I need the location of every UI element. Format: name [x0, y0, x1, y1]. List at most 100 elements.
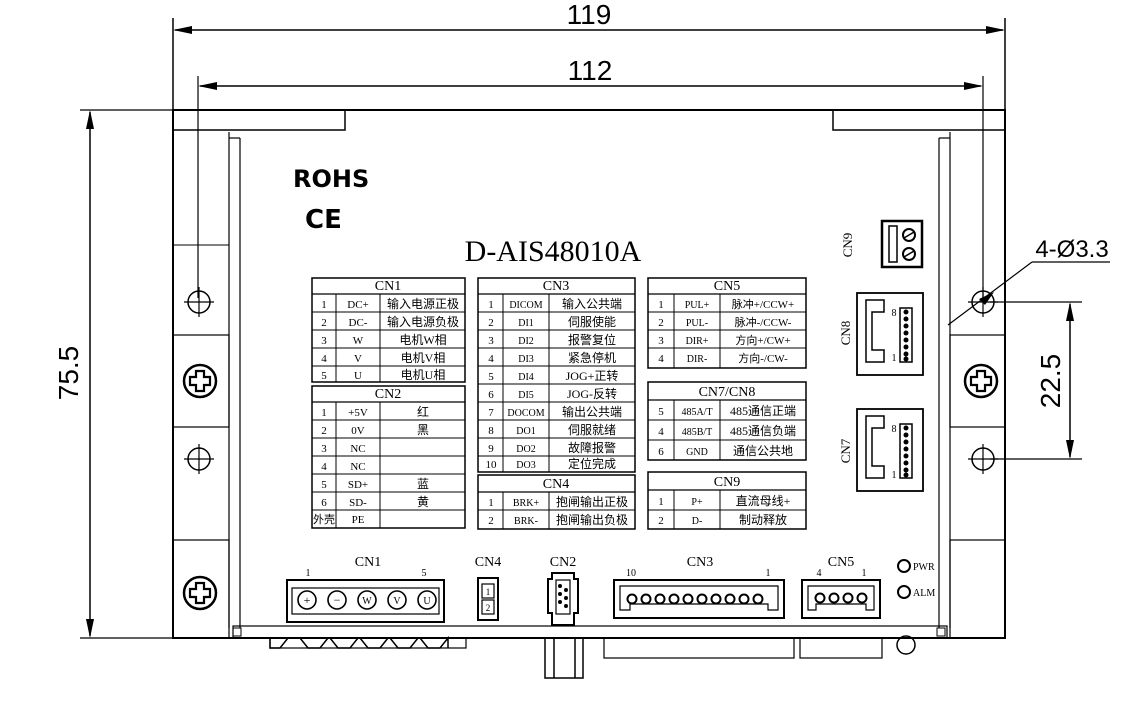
drawing-label: 伺服使能 — [568, 314, 616, 329]
drawing-label: U — [354, 370, 362, 382]
dim-mount-width: 112 — [197, 55, 984, 298]
drawing-label: 电机U相 — [401, 368, 446, 382]
drawing-label: 2 — [658, 515, 664, 527]
table-cn4-title: CN4 — [543, 477, 569, 492]
drawing-label: 1 — [488, 497, 494, 509]
drawing-label: 紧急停机 — [568, 350, 616, 365]
drawing-label: PUL- — [686, 318, 708, 329]
table-cn78-title: CN7/CN8 — [699, 385, 756, 400]
mount-hole-top-left — [184, 287, 214, 317]
led-alm-label: ALM — [913, 588, 935, 599]
drawing-label: 8 — [892, 424, 897, 435]
table-cn1: CN1 1 DC+ 输入电源正极 2 DC- 输入电源负极 3 W 电机W相 4… — [311, 277, 466, 383]
drawing-label: 5 — [422, 568, 427, 579]
dim-overall-width-label: 119 — [567, 0, 612, 30]
drawing-label: 5 — [658, 406, 664, 418]
drawing-label: 6 — [658, 446, 664, 458]
drawing-label: DI2 — [518, 336, 534, 347]
drawing-label: 485B/T — [682, 427, 713, 438]
drawing-label: W — [353, 335, 364, 347]
drawing-label: 1 — [658, 299, 664, 311]
connector-cn9-label: CN9 — [840, 233, 855, 258]
drawing-label: 输入公共端 — [562, 296, 622, 311]
drawing-label: DOCOM — [507, 408, 544, 419]
drawing-label: 485通信负端 — [730, 424, 796, 438]
drawing-label: 2 — [486, 603, 491, 613]
drawing-label: DC+ — [347, 299, 368, 311]
drawing-label: 3 — [321, 335, 327, 347]
drawing-label: 5 — [321, 479, 327, 491]
connector-cn8: CN8 8 1 — [838, 292, 924, 376]
drawing-label: 1 — [321, 299, 327, 311]
drawing-label: BRK- — [514, 516, 538, 527]
connector-cn4: CN4 1 2 — [475, 555, 501, 621]
drawing-label: 伺服就绪 — [568, 423, 616, 437]
drawing-label: JOG-反转 — [567, 386, 617, 401]
drawing-label: 1 — [488, 299, 494, 311]
drawing-label: 输入电源负极 — [387, 314, 459, 329]
connector-cn4-label: CN4 — [475, 555, 501, 570]
connector-cn2-label: CN2 — [550, 555, 576, 570]
connector-cn1: CN1 1 5 + − W V U — [269, 555, 467, 649]
drawing-label: 2 — [488, 317, 494, 329]
mount-hole-bottom-right — [968, 444, 998, 474]
drawing-label: 5 — [321, 370, 327, 382]
connector-cn5: CN5 4 1 — [799, 555, 916, 659]
drawing-label: DO1 — [516, 426, 535, 437]
drawing-label: 485A/T — [681, 407, 712, 418]
drawing-label: DI1 — [518, 318, 534, 329]
drawing-label: 7 — [488, 407, 494, 419]
model-number: D-AIS48010A — [465, 235, 642, 268]
drawing-label: 4 — [658, 353, 664, 365]
table-cn5-title: CN5 — [714, 279, 740, 294]
drawing-label: 黄 — [417, 495, 429, 509]
drawing-label: 3 — [321, 443, 327, 455]
drawing-label: DI5 — [518, 390, 534, 401]
drawing-label: SD- — [349, 497, 367, 509]
drawing-label: DICOM — [509, 300, 542, 311]
dim-rj45-spacing: 22.5 — [990, 301, 1082, 460]
drawing-label: 脉冲-/CCW- — [735, 315, 792, 329]
drawing-label: + — [304, 593, 311, 607]
drawing-label: 6 — [321, 497, 327, 509]
drawing-label: 2 — [321, 317, 327, 329]
table-cn4: CN4 1 BRK+ 抱闸输出正极 2 BRK- 抱闸输出负极 — [477, 474, 636, 530]
table-cn3-title: CN3 — [543, 279, 569, 294]
connector-cn7-label: CN7 — [838, 438, 853, 463]
drawing-label: +5V — [348, 407, 368, 419]
drawing-label: DI4 — [518, 372, 534, 383]
drawing-label: W — [362, 596, 372, 607]
drawing-label: 黑 — [417, 423, 429, 437]
drawing-label: 6 — [488, 389, 494, 401]
drawing-label: 1 — [862, 568, 867, 579]
mount-hole-top-right — [968, 287, 998, 317]
drawing-label: − — [334, 593, 341, 607]
table-cn9-title: CN9 — [714, 475, 740, 490]
table-cn1-title: CN1 — [375, 279, 401, 294]
drawing-label: V — [393, 596, 401, 607]
drawing-label: 红 — [417, 404, 429, 419]
drawing-label: 1 — [766, 568, 771, 579]
drawing-label: 1 — [486, 587, 491, 597]
drawing-label: 2 — [658, 317, 664, 329]
drawing-label: 故障报警 — [568, 440, 616, 455]
drawing-label: 报警复位 — [568, 332, 616, 347]
led-alm: ALM — [897, 585, 935, 599]
drawing-label: JOG+正转 — [566, 368, 619, 383]
ground-screw-left-lower — [182, 575, 218, 611]
drawing-label: 4 — [488, 353, 494, 365]
drawing-label: 通信公共地 — [733, 444, 793, 458]
connector-cn9: CN9 — [840, 219, 924, 269]
drawing-label: V — [354, 353, 362, 365]
dim-height: 75.5 — [53, 109, 175, 639]
drawing-label: PE — [352, 514, 365, 526]
drawing-label: 输入电源正极 — [387, 296, 459, 311]
drawing-label: U — [423, 596, 431, 607]
drawing-label: SD+ — [348, 479, 368, 491]
led-pwr-label: PWR — [913, 562, 935, 573]
cn8-pins — [903, 309, 909, 362]
table-cn2: CN2 1 +5V 红 2 0V 黑 3 NC 4 NC 5 SD+ 蓝 6 S… — [311, 385, 466, 529]
dim-height-label: 75.5 — [53, 346, 84, 401]
drawing-label: 1 — [658, 496, 664, 508]
connector-cn2: CN2 — [544, 555, 584, 679]
